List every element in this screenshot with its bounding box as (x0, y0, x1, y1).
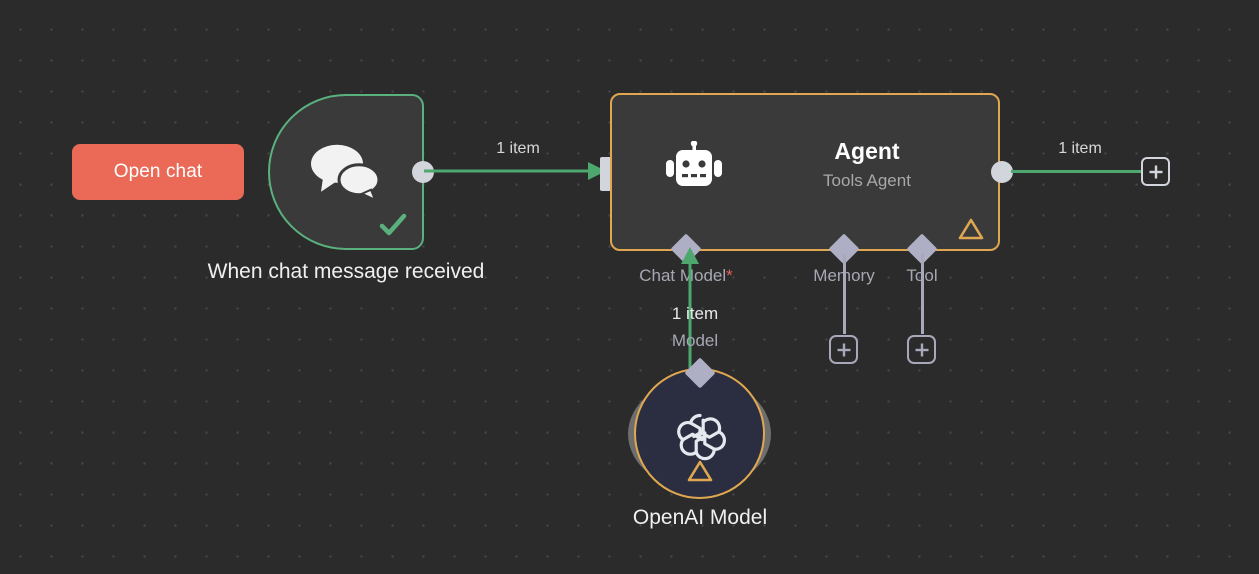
connection-agent-output[interactable] (1011, 170, 1144, 173)
warning-triangle-icon[interactable] (687, 459, 713, 483)
agent-subtitle: Tools Agent (823, 171, 911, 190)
connection-count-label: 1 item (671, 304, 719, 323)
connection-trigger-to-agent[interactable] (424, 150, 624, 196)
connection-label-trigger-to-agent: 1 item (496, 140, 540, 157)
add-node-button-memory[interactable] (829, 335, 858, 364)
openai-logo-icon (676, 413, 726, 461)
add-node-button-output[interactable] (1141, 157, 1170, 186)
check-icon (379, 213, 407, 236)
plus-icon (915, 343, 928, 356)
connection-label-agent-output: 1 item (1058, 140, 1102, 157)
plus-icon (1149, 165, 1162, 178)
trigger-output-port[interactable] (412, 161, 434, 183)
connector-stub-tool (921, 254, 924, 334)
node-label-trigger: When chat message received (207, 260, 485, 283)
warning-triangle-icon[interactable] (958, 217, 984, 241)
agent-title: Agent (834, 138, 900, 164)
robot-icon (666, 141, 722, 186)
connection-model-to-agent[interactable] (660, 246, 720, 376)
node-when-chat-message-received[interactable] (268, 94, 424, 250)
connector-stub-memory (843, 254, 846, 334)
add-node-button-tool[interactable] (907, 335, 936, 364)
connection-type-label: Model (671, 331, 719, 350)
connector-label-chat-model: Chat Model* (639, 266, 733, 285)
connection-label-model: 1 item Model (635, 300, 755, 354)
agent-output-port[interactable] (991, 161, 1013, 183)
agent-text-block: Agent Tools Agent (752, 137, 982, 193)
node-label-openai-model: OpenAI Model (632, 506, 768, 529)
open-chat-button[interactable]: Open chat (72, 144, 244, 200)
chat-bubbles-icon (311, 144, 381, 202)
node-agent[interactable]: Agent Tools Agent (610, 93, 1000, 251)
node-openai-model[interactable] (634, 368, 765, 499)
plus-icon (837, 343, 850, 356)
